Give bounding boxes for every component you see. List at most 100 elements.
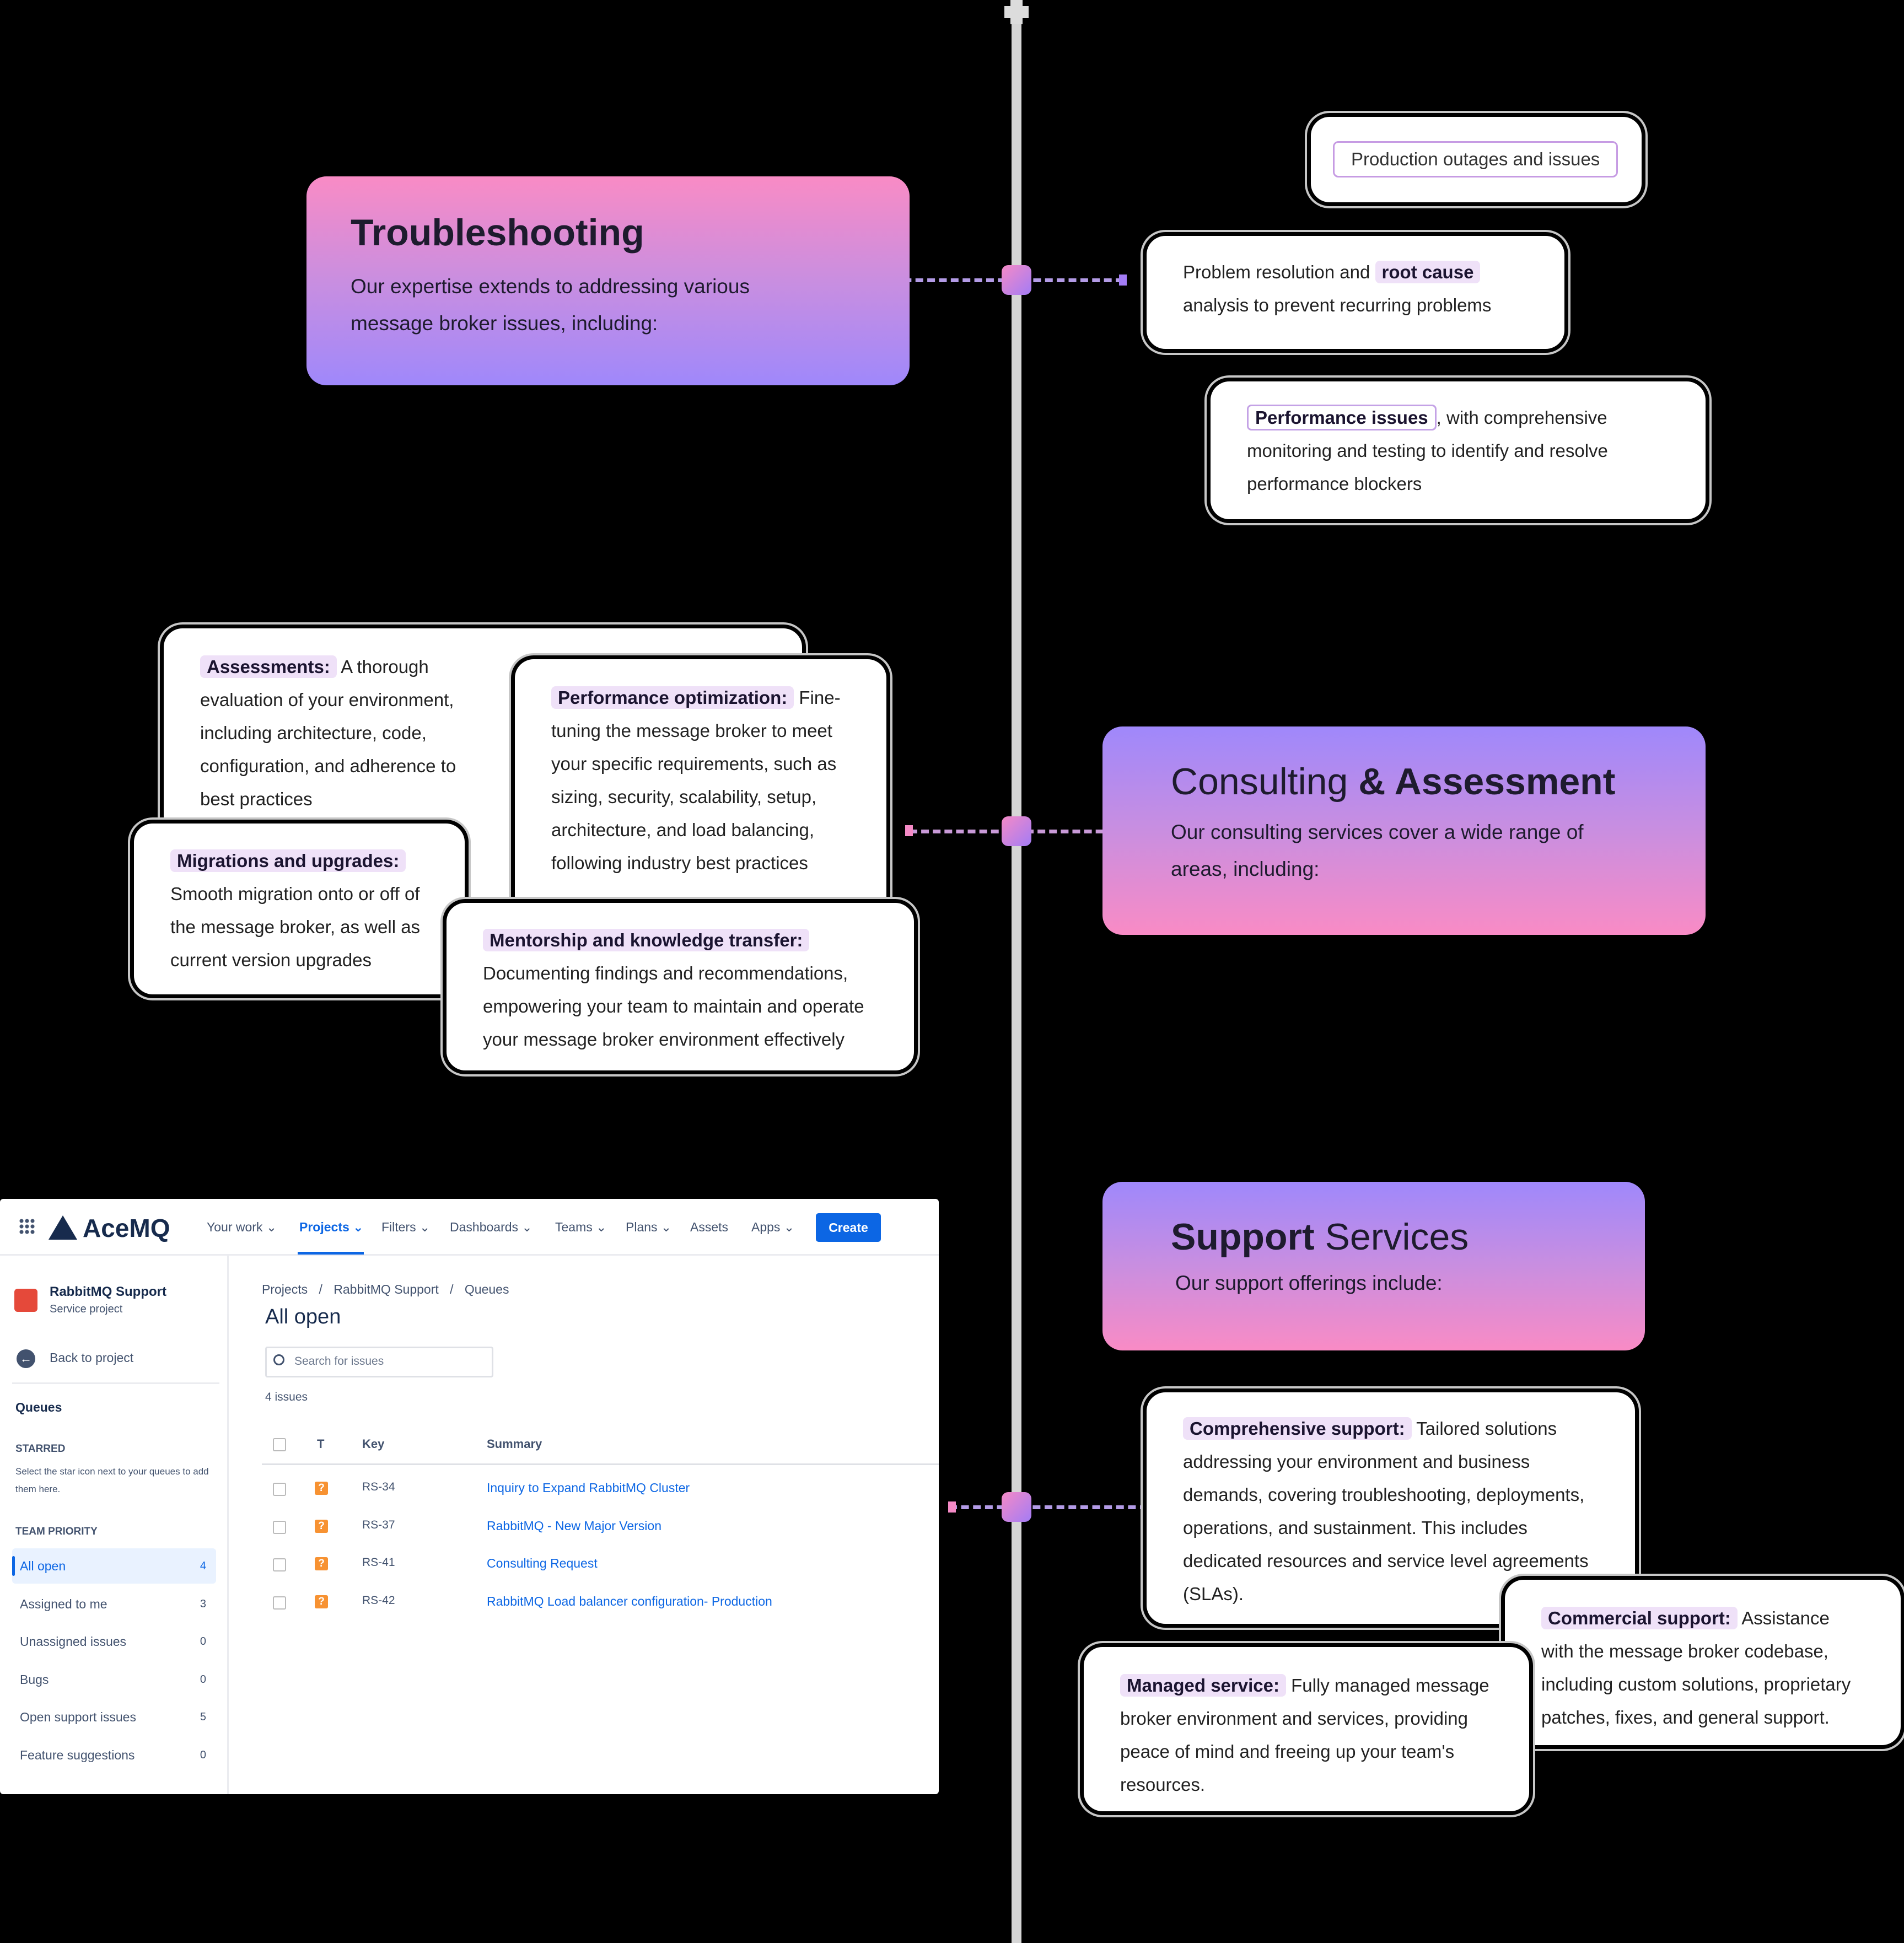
commercial-support-card: Commercial support: Assistance with the … bbox=[1505, 1580, 1901, 1745]
connector-end bbox=[948, 1501, 956, 1513]
timeline-spine bbox=[1012, 0, 1021, 1943]
team-priority-heading: TEAM PRIORITY bbox=[15, 1526, 98, 1537]
connector-end bbox=[905, 825, 913, 836]
table-row[interactable]: ? RS-37 RabbitMQ - New Major Version bbox=[262, 1509, 934, 1546]
issue-key[interactable]: RS-34 bbox=[362, 1481, 395, 1493]
breadcrumb: Projects / RabbitMQ Support / Queues bbox=[262, 1282, 509, 1297]
project-avatar bbox=[14, 1289, 37, 1312]
table-row[interactable]: ? RS-42 RabbitMQ Load balancer configura… bbox=[262, 1584, 934, 1622]
create-button[interactable]: Create bbox=[816, 1213, 881, 1242]
commercial-support-highlight: Commercial support: bbox=[1541, 1607, 1738, 1629]
timeline-start-marker bbox=[1004, 0, 1029, 24]
search-input[interactable]: Search for issues bbox=[294, 1355, 384, 1368]
migrations-card: Migrations and upgrades: Smooth migratio… bbox=[134, 824, 465, 994]
column-type: T bbox=[317, 1437, 325, 1451]
row-checkbox[interactable] bbox=[273, 1558, 286, 1571]
table-header: T Key Summary bbox=[262, 1435, 939, 1465]
nav-plans[interactable]: Plans ⌄ bbox=[626, 1220, 672, 1234]
breadcrumb-separator: / bbox=[319, 1282, 322, 1296]
question-type-icon: ? bbox=[315, 1520, 328, 1533]
starred-hint: Select the star icon next to your queues… bbox=[15, 1466, 209, 1494]
issue-key[interactable]: RS-41 bbox=[362, 1556, 395, 1569]
back-arrow-icon[interactable]: ← bbox=[17, 1349, 35, 1368]
consulting-title: Consulting & Assessment bbox=[1171, 761, 1616, 803]
consulting-description: Our consulting services cover a wide ran… bbox=[1171, 820, 1584, 880]
project-type: Service project bbox=[50, 1303, 123, 1315]
troubleshooting-description: Our expertise extends to addressing vari… bbox=[351, 275, 750, 335]
mentorship-highlight: Mentorship and knowledge transfer: bbox=[483, 929, 810, 951]
production-outages-card: Production outages and issues bbox=[1311, 117, 1642, 202]
issue-summary[interactable]: Consulting Request bbox=[487, 1556, 598, 1570]
performance-issues-highlight: Performance issues bbox=[1247, 405, 1437, 430]
search-box[interactable]: Search for issues bbox=[265, 1347, 493, 1377]
support-description: Our support offerings include: bbox=[1175, 1271, 1443, 1294]
root-cause-text: Problem resolution and root cause analys… bbox=[1183, 261, 1492, 315]
service-desk-screenshot: AceMQ Your work ⌄ Projects ⌄ Filters ⌄ D… bbox=[0, 1199, 939, 1794]
app-logo[interactable]: AceMQ bbox=[83, 1214, 170, 1242]
production-outages-pill: Production outages and issues bbox=[1333, 141, 1618, 177]
queues-heading: Queues bbox=[15, 1400, 62, 1414]
nav-teams[interactable]: Teams ⌄ bbox=[555, 1220, 607, 1234]
question-type-icon: ? bbox=[315, 1557, 328, 1570]
row-checkbox[interactable] bbox=[273, 1521, 286, 1534]
managed-service-card: Managed service: Fully managed message b… bbox=[1084, 1647, 1529, 1811]
nav-dashboards[interactable]: Dashboards ⌄ bbox=[450, 1220, 533, 1234]
comprehensive-support-text: Comprehensive support: Tailored solution… bbox=[1183, 1417, 1589, 1604]
migrations-highlight: Migrations and upgrades: bbox=[170, 849, 406, 872]
sidebar-divider bbox=[12, 1382, 219, 1384]
root-cause-highlight: root cause bbox=[1375, 261, 1481, 283]
timeline-node bbox=[1002, 265, 1031, 295]
performance-optimization-card: Performance optimization: Fine-tuning th… bbox=[515, 659, 886, 923]
nav-filters[interactable]: Filters ⌄ bbox=[381, 1220, 431, 1234]
mentorship-card: Mentorship and knowledge transfer: Docum… bbox=[447, 903, 914, 1070]
performance-issues-text: Performance issues, with comprehensive m… bbox=[1247, 401, 1669, 500]
nav-apps[interactable]: Apps ⌄ bbox=[751, 1220, 795, 1234]
project-name[interactable]: RabbitMQ Support bbox=[50, 1284, 166, 1299]
issue-summary[interactable]: RabbitMQ - New Major Version bbox=[487, 1519, 661, 1533]
breadcrumb-project[interactable]: RabbitMQ Support bbox=[334, 1282, 439, 1296]
nav-your-work[interactable]: Your work ⌄ bbox=[207, 1220, 277, 1234]
row-checkbox[interactable] bbox=[273, 1483, 286, 1496]
column-summary[interactable]: Summary bbox=[487, 1437, 542, 1451]
support-title: Support Services bbox=[1171, 1216, 1469, 1258]
consulting-card: Consulting & Assessment Our consulting s… bbox=[1102, 726, 1706, 935]
app-switcher-icon[interactable] bbox=[19, 1218, 35, 1235]
nav-assets[interactable]: Assets bbox=[690, 1220, 729, 1234]
issue-count: 4 issues bbox=[265, 1391, 308, 1403]
back-to-project-link[interactable]: Back to project bbox=[50, 1350, 134, 1365]
connector-support bbox=[949, 1505, 1148, 1509]
main-content: Projects / RabbitMQ Support / Queues All… bbox=[229, 1256, 939, 1794]
migrations-text: Migrations and upgrades: Smooth migratio… bbox=[170, 849, 421, 970]
issue-key[interactable]: RS-37 bbox=[362, 1519, 395, 1531]
troubleshooting-title: Troubleshooting bbox=[351, 212, 644, 254]
table-row[interactable]: ? RS-41 Consulting Request bbox=[262, 1546, 934, 1584]
support-card: Support Services Our support offerings i… bbox=[1102, 1182, 1645, 1350]
breadcrumb-separator: / bbox=[450, 1282, 454, 1296]
table-row[interactable]: ? RS-34 Inquiry to Expand RabbitMQ Clust… bbox=[262, 1471, 934, 1508]
page-title: All open bbox=[265, 1305, 341, 1328]
performance-issues-card: Performance issues, with comprehensive m… bbox=[1211, 381, 1706, 519]
select-all-checkbox[interactable] bbox=[273, 1438, 286, 1451]
issue-summary[interactable]: RabbitMQ Load balancer configuration- Pr… bbox=[487, 1594, 772, 1608]
sidebar: RabbitMQ Support Service project ← Back … bbox=[0, 1256, 229, 1794]
row-checkbox[interactable] bbox=[273, 1596, 286, 1610]
comprehensive-support-highlight: Comprehensive support: bbox=[1183, 1417, 1412, 1440]
timeline-node bbox=[1002, 816, 1031, 846]
issue-summary[interactable]: Inquiry to Expand RabbitMQ Cluster bbox=[487, 1481, 690, 1495]
breadcrumb-projects[interactable]: Projects bbox=[262, 1282, 308, 1296]
performance-optimization-text: Performance optimization: Fine-tuning th… bbox=[551, 686, 841, 873]
connector-end bbox=[1119, 275, 1127, 286]
question-type-icon: ? bbox=[315, 1482, 328, 1495]
breadcrumb-queues[interactable]: Queues bbox=[464, 1282, 509, 1296]
nav-projects[interactable]: Projects ⌄ bbox=[299, 1220, 364, 1234]
issue-key[interactable]: RS-42 bbox=[362, 1594, 395, 1607]
troubleshooting-card: Troubleshooting Our expertise extends to… bbox=[306, 176, 910, 385]
column-key[interactable]: Key bbox=[362, 1437, 385, 1451]
top-navigation-bar: AceMQ Your work ⌄ Projects ⌄ Filters ⌄ D… bbox=[0, 1199, 939, 1256]
